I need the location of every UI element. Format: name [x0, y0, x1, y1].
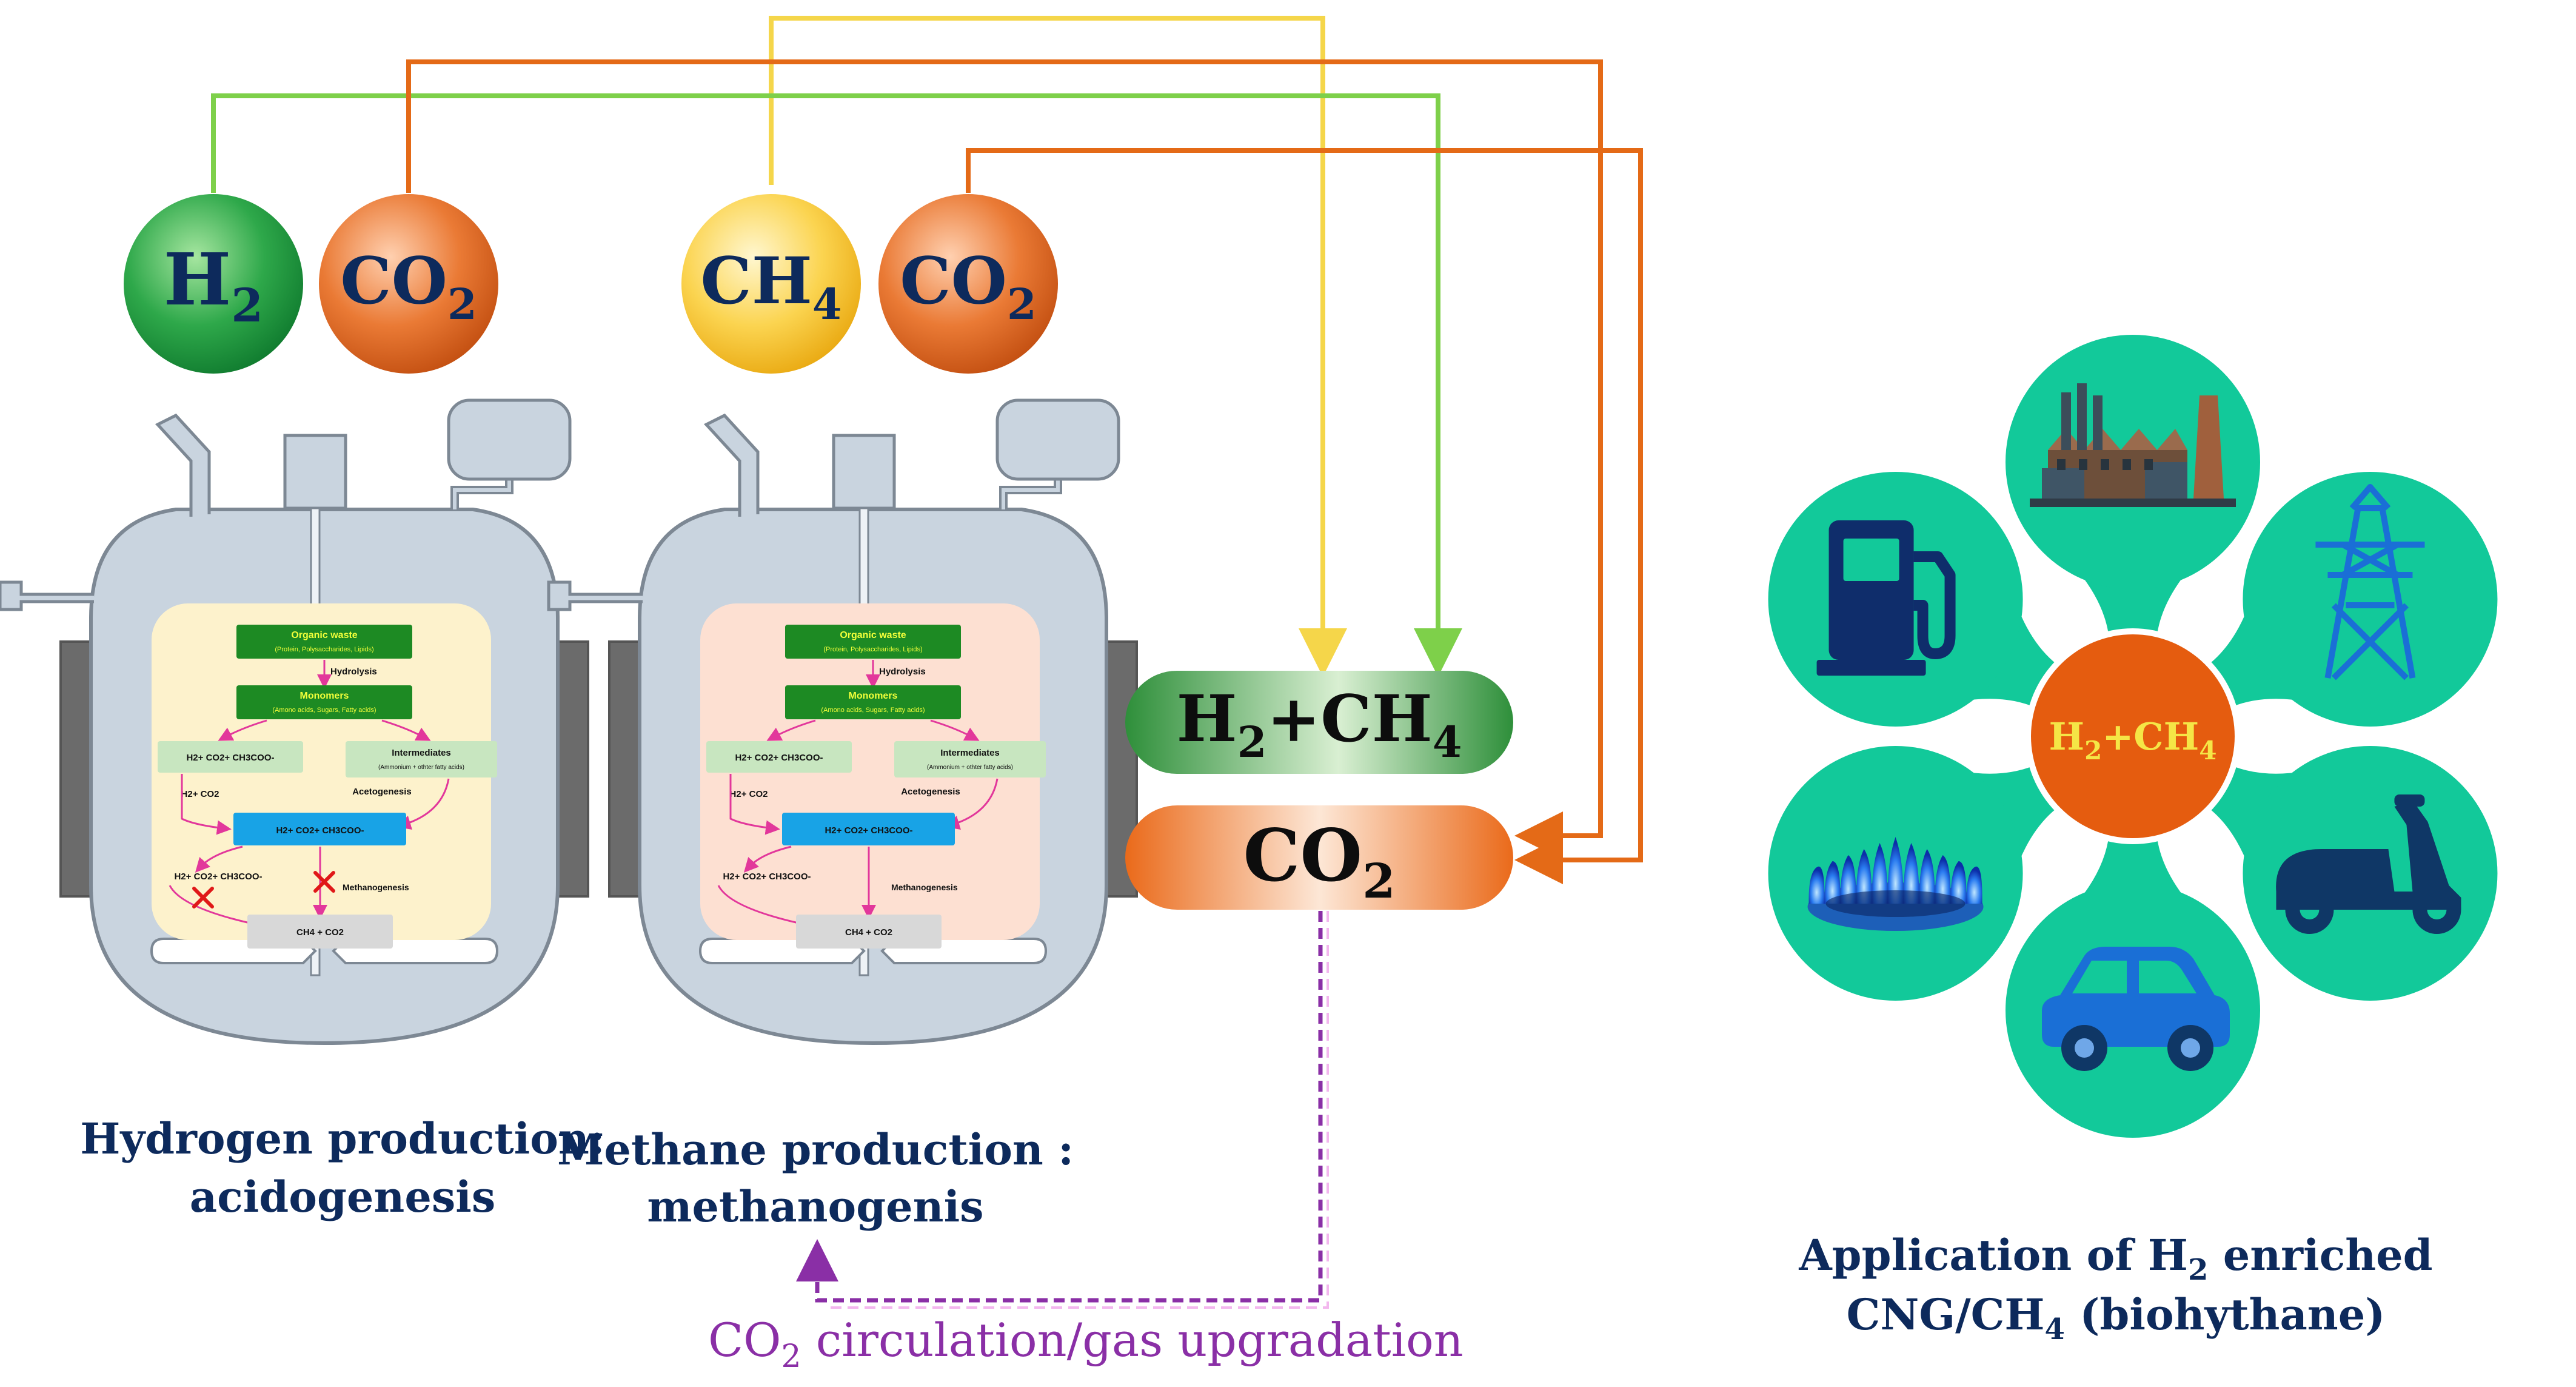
products-box [706, 741, 852, 773]
methane-caption-line2: methanogenis [647, 1181, 983, 1232]
gas-co2-circle-right: CO2 [878, 194, 1058, 374]
scooter-icon [2276, 794, 2461, 934]
intermediates-box [346, 741, 497, 777]
hydrogen-caption-line2: acidogenesis [190, 1172, 496, 1222]
methanogenesis-label: Methanogenesis [343, 882, 409, 892]
center-left-split [743, 845, 792, 873]
acetogenesis-label: Acetogenesis [352, 787, 412, 797]
monomers-to-intermediates [930, 719, 980, 741]
h2-flow-line [211, 93, 1462, 677]
gas-flame-icon [1807, 837, 1984, 931]
center-products-box [233, 813, 406, 845]
svg-text:CO2: CO2 [340, 243, 477, 329]
intermediates-detail: (Ammonium + othter fatty acids) [927, 764, 1013, 771]
svg-text:H2: H2 [164, 237, 263, 332]
car-icon [2042, 947, 2230, 1071]
center-products-label: H2+ CO2+ CH3COO- [825, 825, 912, 836]
final-label: CH4 + CO2 [845, 927, 892, 938]
center-products-box [782, 813, 955, 845]
application-caption-line1: Application of H2 enriched [1798, 1230, 2432, 1287]
flow-lines [211, 16, 1643, 1309]
intermediates-box [894, 741, 1046, 777]
gas-ch4-circle: CH4 [681, 194, 861, 374]
organic-waste-detail: (Protein, Polysaccharides, Lipids) [275, 646, 373, 653]
monomers-box [236, 685, 412, 719]
monomers-to-intermediates [381, 719, 431, 741]
monomers-detail: (Amono acids, Sugars, Fatty acids) [821, 707, 925, 714]
monomers-to-products [766, 719, 816, 741]
blocked-methanogenesis-cross-2 [192, 887, 214, 908]
center-left-split [195, 845, 243, 873]
intermediates-label: Intermediates [940, 748, 1000, 758]
co2-circulation-caption: CO2 circulation/gas upgradation [708, 1313, 1464, 1375]
svg-text:H2+CH4: H2+CH4 [1177, 680, 1462, 767]
final-label: CH4 + CO2 [296, 927, 344, 938]
hydrogen-caption-line1: Hydrogen production: [80, 1113, 604, 1164]
monomers-box [785, 685, 961, 719]
organic-waste-label: Organic waste [840, 630, 906, 640]
fuel-pump-icon [1816, 520, 1956, 676]
factory-icon [2030, 383, 2236, 507]
power-tower-icon [2315, 484, 2425, 680]
h2-co2-label: H2+ CO2 [730, 789, 768, 799]
products-label: H2+ CO2+ CH3COO- [186, 753, 274, 763]
svg-text:CH4: CH4 [700, 243, 841, 329]
products-label: H2+ CO2+ CH3COO- [735, 753, 823, 763]
monomers-detail: (Amono acids, Sugars, Fatty acids) [272, 707, 376, 714]
hydrolysis-label: Hydrolysis [330, 667, 377, 677]
left-products-label: H2+ CO2+ CH3COO- [723, 871, 811, 882]
gas-co2-label-left: CO [340, 243, 447, 318]
hub-label: H2+CH4 [2049, 714, 2217, 765]
products-box [158, 741, 303, 773]
intermediates-label: Intermediates [392, 748, 451, 758]
methanogenesis-pathway: Organic waste (Protein, Polysaccharides, … [706, 625, 1046, 949]
co2-flow-line-1 [406, 59, 1603, 860]
organic-waste-box [236, 625, 412, 659]
co2-circulation-line [796, 911, 1323, 1303]
final-box [796, 915, 942, 949]
organic-waste-detail: (Protein, Polysaccharides, Lipids) [823, 646, 922, 653]
petal-power-tower [2243, 472, 2498, 727]
gas-ch4-label: CH [700, 243, 812, 318]
svg-text:CO2: CO2 [1243, 813, 1396, 909]
application-flower: H2+CH4 [1768, 335, 2498, 1138]
gas-h2-circle: H2 [124, 194, 303, 374]
svg-text:CO2: CO2 [900, 243, 1036, 329]
h2-ch4-mix-bar: H2+CH4 [1125, 671, 1513, 774]
organic-waste-box [785, 625, 961, 659]
hydrolysis-label: Hydrolysis [879, 667, 926, 677]
co2-flow-line-2 [966, 148, 1643, 884]
h2-co2-label: H2+ CO2 [181, 789, 219, 799]
acidogenesis-pathway: Organic waste (Protein, Polysaccharides, … [158, 625, 497, 949]
application-caption-line2: CNG/CH4 (biohythane) [1847, 1289, 2386, 1346]
monomers-label: Monomers [849, 691, 898, 701]
hub-circle [2031, 634, 2235, 838]
monomers-to-products [218, 719, 267, 741]
gas-h2-label: H [164, 237, 232, 321]
methanogenesis-label: Methanogenesis [891, 882, 958, 892]
co2-bar: CO2 [1125, 805, 1513, 910]
acetogenesis-label: Acetogenesis [901, 787, 960, 797]
products-down [729, 774, 780, 835]
gas-co2-circle-left: CO2 [319, 194, 498, 374]
center-products-label: H2+ CO2+ CH3COO- [276, 825, 364, 836]
final-box [247, 915, 393, 949]
left-products-label: H2+ CO2+ CH3COO- [174, 871, 262, 882]
ch4-flow-line [769, 16, 1347, 677]
blocked-methanogenesis-cross-1 [313, 871, 335, 893]
methane-caption-line1: Methane production : [557, 1124, 1074, 1175]
monomers-label: Monomers [300, 691, 349, 701]
intermediates-to-center [396, 778, 450, 830]
intermediates-detail: (Ammonium + othter fatty acids) [378, 764, 464, 771]
intermediates-to-center [945, 778, 999, 830]
gas-co2-label-right: CO [900, 243, 1007, 318]
organic-waste-label: Organic waste [291, 630, 357, 640]
products-down [181, 774, 232, 835]
